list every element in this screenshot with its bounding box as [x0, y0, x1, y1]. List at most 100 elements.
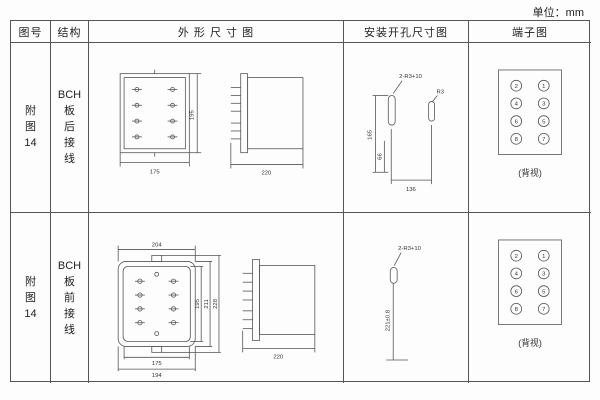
structure-line: 接	[63, 137, 75, 149]
dim-width-inner: 175	[123, 346, 190, 367]
structure-line: 线	[63, 323, 75, 336]
structure-line: 前	[63, 291, 75, 304]
fig-line: 图	[25, 121, 36, 133]
radius-label: R3	[436, 89, 444, 95]
terminal-number: 2	[515, 254, 518, 260]
side-view-drawing	[230, 72, 303, 153]
dim-front-width: 175	[119, 152, 190, 175]
mounting-slots	[387, 94, 435, 125]
terminal-studs-right	[168, 278, 178, 326]
dim-label-136: 136	[406, 186, 417, 192]
dim-top-width: 204	[117, 243, 196, 262]
terminal-number: 5	[542, 119, 546, 125]
dim-height-inner: 195	[189, 265, 203, 342]
fig-no-text: 附 图 14	[24, 275, 37, 320]
terminal-number: 7	[542, 307, 545, 313]
dim-vertical-221: 221±0.8	[385, 283, 408, 361]
dim-label-165: 165	[367, 129, 373, 140]
dim-height-outer: 228	[161, 255, 221, 353]
dim-front-height: 195	[189, 72, 201, 153]
fig-no-text: 附 图 14	[24, 106, 36, 149]
dim-side-depth: 220	[229, 142, 303, 176]
fig-line: 附	[25, 105, 36, 117]
dim-label-66: 66	[377, 152, 383, 159]
structure-line: BCH	[57, 89, 82, 101]
outline-drawing-row1: 195 175	[119, 69, 303, 176]
dim-label-221: 221±0.8	[385, 309, 391, 331]
install-cell-row2: 2-R3+10 221±0.8	[344, 213, 469, 383]
structure-text: BCH 板 前 接 线	[57, 259, 82, 336]
terminal-number: 8	[515, 136, 519, 142]
dim-label-side-depth: 220	[273, 354, 284, 360]
header-structure: 结构	[51, 21, 89, 43]
structure-cell-row2: BCH 板 前 接 线	[51, 213, 89, 383]
side-view-drawing	[242, 259, 315, 341]
dim-label-228: 228	[212, 298, 218, 309]
terminal-number: 2	[515, 83, 518, 89]
structure-line: 板	[63, 105, 75, 117]
hole-callout-label: 2-R3+10	[398, 246, 421, 252]
fig-no-cell-row2: 附 图 14	[11, 213, 51, 383]
fig-line: 附	[25, 275, 36, 288]
dim-label-195: 195	[195, 298, 201, 309]
terminal-number: 3	[542, 101, 546, 107]
structure-line: 线	[63, 153, 75, 165]
terminal-block-outline	[498, 239, 562, 325]
structure-cell-row1: BCH 板 后 接 线	[51, 43, 89, 213]
install-drawing-row2: 2-R3+10 221±0.8	[385, 246, 421, 361]
front-view-drawing	[117, 255, 196, 353]
back-view-caption: (背视)	[518, 167, 542, 178]
terminal-studs-left	[131, 86, 142, 139]
structure-line: BCH	[57, 259, 82, 272]
dim-horizontal-136: 136	[390, 124, 432, 192]
dim-label-front-width: 175	[149, 169, 160, 175]
terminal-circles: 2 1 4 3 6 5 8 7	[510, 79, 550, 145]
hole-callout-label: 2-R3+10	[399, 73, 422, 79]
terminal-number: 1	[542, 254, 545, 260]
dim-label-side-depth: 220	[261, 170, 272, 176]
dim-label-211: 211	[204, 299, 210, 308]
mounting-slot-top	[389, 267, 398, 284]
install-cell-row1: 2-R3+10 R3 165	[344, 43, 469, 213]
terminal-cell-row1: 2 1 4 3 6 5 8 7 (背视)	[469, 43, 591, 213]
dim-vertical-66: 66	[377, 140, 385, 172]
outline-cell-row2: 204 195 211 228	[89, 213, 344, 383]
terminal-cell-row2: 2 1 4 3 6 5 8 7 (背视)	[469, 213, 591, 383]
fig-line: 图	[25, 291, 36, 304]
dim-label-front-height: 195	[189, 109, 195, 120]
hole-callout: 2-R3+10	[392, 73, 422, 94]
install-drawing-row1: 2-R3+10 R3 165	[367, 73, 444, 192]
terminal-number: 6	[515, 119, 519, 125]
structure-line: 接	[63, 307, 75, 320]
terminal-studs-left	[134, 278, 145, 326]
structure-line: 后	[63, 121, 75, 133]
back-view-caption: (背视)	[518, 337, 542, 348]
header-fig-no: 图号	[11, 21, 51, 43]
radius-callout: R3	[431, 89, 444, 102]
header-install: 安装开孔尺寸图	[344, 21, 469, 43]
dim-label-204: 204	[151, 243, 162, 249]
terminal-studs-right	[167, 86, 177, 139]
terminal-diagram-row1: 2 1 4 3 6 5 8 7 (背视)	[498, 69, 562, 178]
terminal-number: 7	[542, 136, 545, 142]
terminal-number: 4	[515, 272, 519, 278]
terminal-number: 1	[542, 83, 545, 89]
header-terminal: 端子图	[469, 21, 591, 43]
dim-label-175: 175	[151, 361, 162, 367]
fig-line: 14	[24, 307, 37, 320]
terminal-block-outline	[498, 69, 562, 155]
fig-line: 14	[24, 137, 37, 149]
structure-line: 板	[63, 275, 75, 288]
terminal-number: 3	[542, 272, 546, 278]
dim-width-outer: 194	[117, 346, 196, 379]
terminal-circles: 2 1 4 3 6 5 8 7	[510, 249, 550, 315]
unit-label: 单位：mm	[532, 7, 584, 19]
dim-vertical-165: 165	[367, 94, 388, 173]
dim-label-194: 194	[151, 373, 162, 379]
terminal-number: 5	[542, 289, 546, 295]
terminal-diagram-row2: 2 1 4 3 6 5 8 7 (背视)	[498, 239, 562, 348]
hole-callout: 2-R3+10	[393, 246, 421, 266]
dim-height-mid: 211	[194, 261, 212, 347]
header-outline: 外 形 尺 寸 图	[89, 21, 344, 43]
